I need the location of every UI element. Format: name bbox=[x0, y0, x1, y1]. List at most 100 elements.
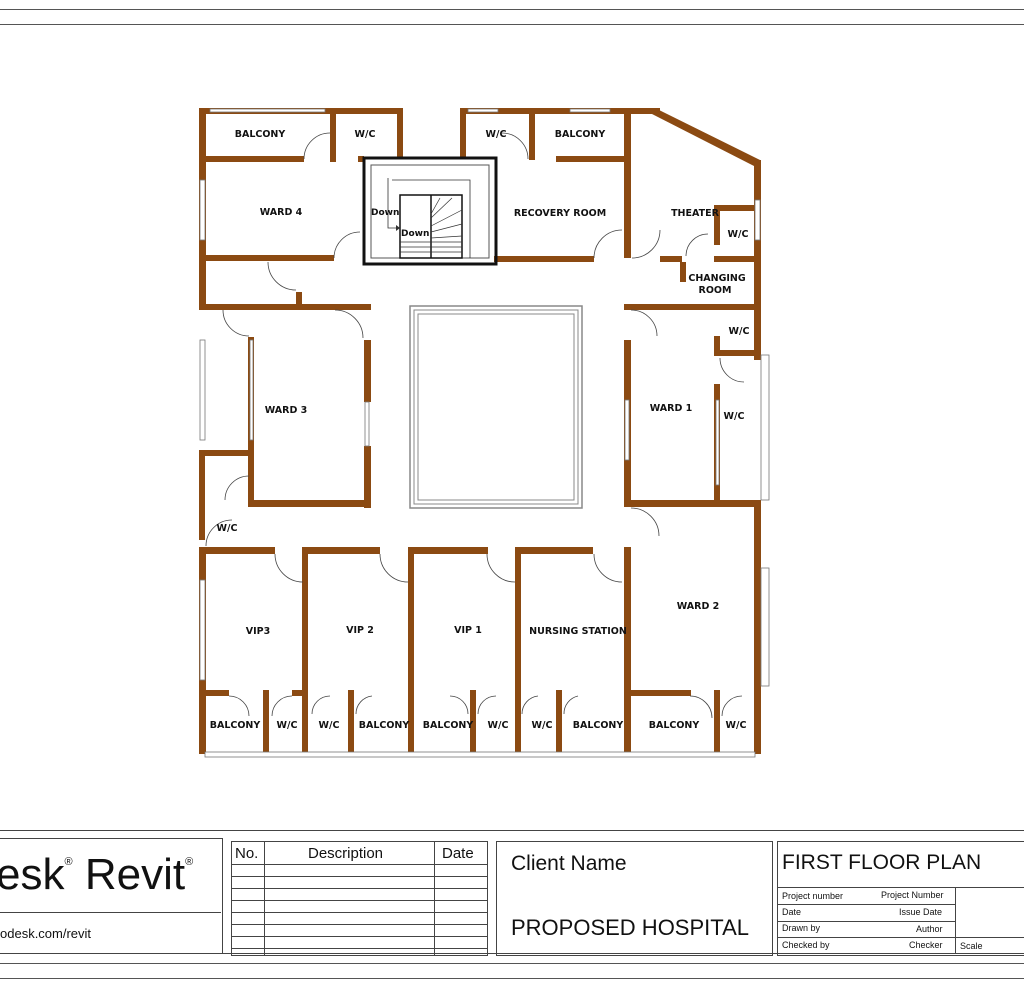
logo-url[interactable]: odesk.com/revit bbox=[0, 926, 92, 941]
wall-segment bbox=[358, 156, 364, 162]
room-label-wc-nursing: W/C bbox=[532, 720, 553, 731]
wall-segment bbox=[714, 205, 720, 245]
wall-segment bbox=[631, 690, 691, 696]
door-swings bbox=[205, 132, 745, 719]
sheet-info-panel bbox=[777, 841, 1024, 956]
room-label-wc-ward4: W/C bbox=[355, 129, 376, 140]
room-label-wc-west: W/C bbox=[217, 523, 238, 534]
rev-header-date: Date bbox=[442, 845, 474, 862]
wall-segment bbox=[364, 340, 371, 402]
sheet-border-top-2 bbox=[0, 24, 1024, 25]
room-label-wc-ward2: W/C bbox=[726, 720, 747, 731]
room-label-ward-2: WARD 2 bbox=[677, 601, 720, 612]
client-panel bbox=[496, 841, 773, 956]
wall-segment bbox=[199, 547, 275, 554]
room-label-vip-3: VIP3 bbox=[246, 626, 270, 637]
wall-segment bbox=[199, 450, 254, 456]
rev-col-divider-1 bbox=[264, 842, 265, 955]
room-label-balcony-vip2: BALCONY bbox=[359, 720, 410, 731]
wall-segment bbox=[206, 156, 304, 162]
room-label-wc-vip2: W/C bbox=[319, 720, 340, 731]
wall-segment bbox=[302, 547, 380, 554]
wall-segment bbox=[556, 156, 628, 162]
room-label-recovery-room: RECOVERY ROOM bbox=[514, 208, 606, 219]
wall-segment bbox=[556, 690, 562, 754]
sheet-border-bottom-1 bbox=[0, 963, 1024, 964]
room-label-balcony-recovery: BALCONY bbox=[555, 129, 606, 140]
room-label-theater: THEATER bbox=[671, 208, 720, 219]
wall-segment bbox=[460, 108, 660, 114]
wall-segment bbox=[330, 108, 403, 114]
stairwell: Down Down bbox=[362, 156, 498, 266]
wall-segment bbox=[515, 547, 521, 754]
rev-row-line bbox=[232, 936, 487, 937]
logo-panel bbox=[0, 838, 223, 954]
client-name: Client Name bbox=[511, 852, 627, 875]
room-label-nursing-station: NURSING STATION bbox=[529, 626, 627, 637]
titleblock-bottom-line bbox=[0, 953, 1024, 954]
room-label-vip-2: VIP 2 bbox=[346, 625, 374, 636]
wall-segment bbox=[248, 500, 371, 507]
wall-segment bbox=[199, 304, 371, 310]
wall-segment bbox=[624, 547, 631, 754]
sheet-info-row bbox=[777, 904, 955, 905]
logo-registered-mark-2: ® bbox=[185, 856, 194, 868]
wall-segment bbox=[460, 108, 466, 158]
wall-segment bbox=[624, 108, 631, 258]
wall-segment bbox=[199, 510, 205, 540]
wall-segment bbox=[263, 690, 269, 754]
date-label: Date bbox=[782, 907, 802, 917]
sheet-info-row bbox=[777, 887, 1024, 888]
wall-segment bbox=[408, 547, 414, 754]
room-label-wc-east-top: W/C bbox=[729, 326, 750, 337]
rev-row-line bbox=[232, 876, 487, 877]
room-label-wc-recovery: W/C bbox=[486, 129, 507, 140]
stair-label-upper: Down bbox=[371, 208, 399, 218]
checked-by-label: Checked by bbox=[782, 940, 830, 950]
titleblock-top-line bbox=[0, 830, 1024, 831]
wall-segment bbox=[660, 256, 682, 262]
wall-segment bbox=[494, 256, 594, 262]
logo-wordmark: esk® Revit® bbox=[0, 850, 193, 900]
room-label-balcony-ward4: BALCONY bbox=[235, 129, 286, 140]
room-label-wc-vip1: W/C bbox=[488, 720, 509, 731]
wall-segment bbox=[470, 690, 476, 754]
room-label-wc-ward1: W/C bbox=[724, 411, 745, 422]
room-label-vip-1: VIP 1 bbox=[454, 625, 482, 636]
wall-segment bbox=[714, 690, 720, 754]
wall-segment bbox=[199, 450, 205, 515]
sheet-info-col bbox=[955, 887, 956, 954]
wall-segment bbox=[397, 108, 403, 158]
logo-registered-mark-1: ® bbox=[64, 856, 73, 868]
room-label-changing-room-2: ROOM bbox=[699, 285, 732, 296]
date-value: Issue Date bbox=[899, 907, 943, 917]
sheet-border-top-1 bbox=[0, 9, 1024, 10]
rev-row-line bbox=[232, 888, 487, 889]
rev-row-line bbox=[232, 912, 487, 913]
rev-row-line bbox=[232, 900, 487, 901]
room-label-ward-3: WARD 3 bbox=[265, 405, 308, 416]
sheet-info-row bbox=[777, 921, 955, 922]
sheet-border-bottom-2 bbox=[0, 978, 1024, 979]
wall-segment bbox=[680, 262, 686, 282]
wall-segment bbox=[714, 256, 754, 262]
room-label-wc-vip3: W/C bbox=[277, 720, 298, 731]
rev-header-no: No. bbox=[235, 845, 259, 862]
project-number-label: Project number bbox=[782, 891, 844, 901]
wall-segment bbox=[296, 292, 302, 310]
wall-segment bbox=[515, 547, 593, 554]
wall-segment-angled bbox=[652, 108, 760, 166]
wall-segment bbox=[199, 255, 334, 261]
wall-segment bbox=[529, 108, 535, 160]
courtyard bbox=[409, 305, 583, 509]
rev-row-line bbox=[232, 864, 487, 865]
room-label-balcony-nursing: BALCONY bbox=[573, 720, 624, 731]
wall-segment bbox=[624, 304, 760, 310]
wall-segment bbox=[754, 160, 761, 360]
wall-segment bbox=[348, 690, 354, 754]
project-name: PROPOSED HOSPITAL bbox=[511, 915, 749, 940]
wall-segment bbox=[714, 205, 754, 211]
project-number-value: Project Number bbox=[881, 890, 944, 900]
